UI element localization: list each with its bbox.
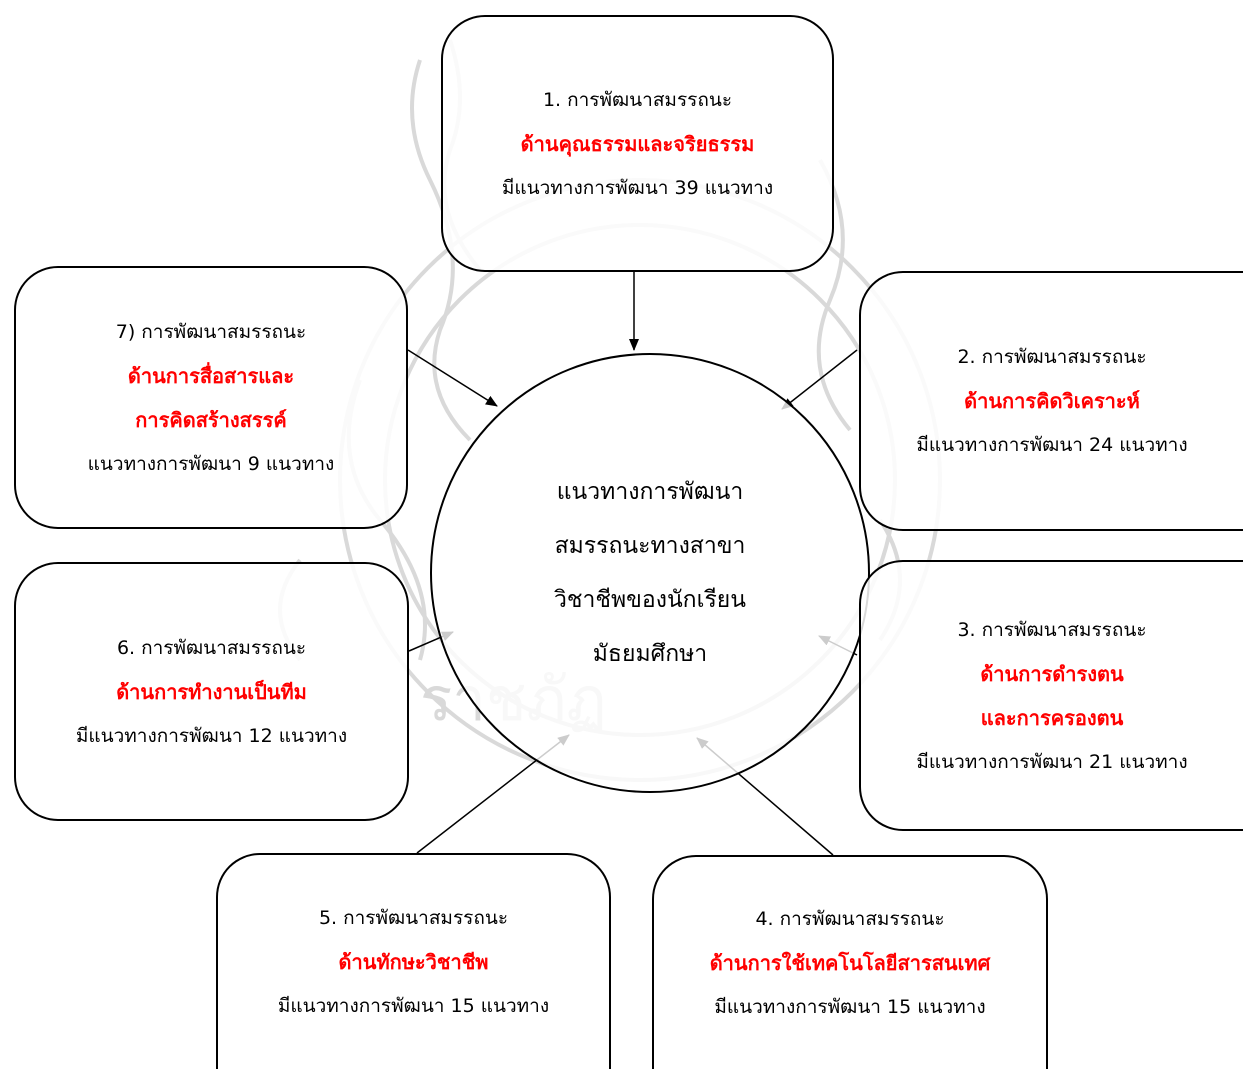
- box-highlight: ด้านทักษะวิชาชีพ: [338, 950, 489, 974]
- box-highlight: ด้านการใช้เทคโนโลยีสารสนเทศ: [709, 951, 991, 975]
- box-title: 1. การพัฒนาสมรรถนะ: [542, 88, 733, 111]
- hub-line: วิชาชีพของนักเรียน: [553, 587, 747, 613]
- box-footer: มีแนวทางการพัฒนา 24 แนวทาง: [916, 434, 1188, 456]
- box-footer: มีแนวทางการพัฒนา 15 แนวทาง: [277, 995, 550, 1017]
- hub-line: แนวทางการพัฒนา: [556, 479, 744, 505]
- box-footer: แนวทางการพัฒนา 9 แนวทาง: [87, 452, 335, 475]
- box-footer: มีแนวทางการพัฒนา 21 แนวทาง: [916, 750, 1188, 773]
- box-title: 4. การพัฒนาสมรรถนะ: [755, 908, 945, 930]
- box-title: 3. การพัฒนาสมรรถนะ: [957, 618, 1147, 641]
- hub-line: มัธยมศึกษา: [592, 641, 708, 667]
- competency-box-6: 6. การพัฒนาสมรรถนะ ด้านการทำงานเป็นทีม ม…: [14, 562, 409, 821]
- box-footer: มีแนวทางการพัฒนา 12 แนวทาง: [75, 724, 348, 747]
- box-highlight: ด้านคุณธรรมและจริยธรรม: [520, 131, 755, 156]
- competency-box-5: 5. การพัฒนาสมรรถนะ ด้านทักษะวิชาชีพ มีแน…: [216, 853, 611, 1069]
- central-topic-circle: แนวทางการพัฒนา สมรรถนะทางสาขา วิชาชีพของ…: [430, 353, 870, 793]
- competency-box-3: 3. การพัฒนาสมรรถนะ ด้านการดำรงตน และการค…: [859, 560, 1243, 831]
- box-highlight: ด้านการทำงานเป็นทีม: [116, 679, 307, 704]
- box-footer: มีแนวทางการพัฒนา 39 แนวทาง: [501, 176, 774, 199]
- box-title: 6. การพัฒนาสมรรถนะ: [116, 636, 307, 659]
- competency-box-1: 1. การพัฒนาสมรรถนะ ด้านคุณธรรมและจริยธรร…: [441, 15, 834, 272]
- box-highlight: ด้านการสื่อสารและ: [127, 363, 295, 388]
- competency-box-2: 2. การพัฒนาสมรรถนะ ด้านการคิดวิเคราะห์ ม…: [859, 271, 1243, 531]
- box-footer: มีแนวทางการพัฒนา 15 แนวทาง: [714, 996, 986, 1018]
- competency-box-7: 7) การพัฒนาสมรรถนะ ด้านการสื่อสารและ การ…: [14, 266, 408, 529]
- box-title: 7) การพัฒนาสมรรถนะ: [115, 320, 307, 343]
- box-highlight: และการครองตน: [980, 705, 1124, 730]
- box-highlight: ด้านการคิดวิเคราะห์: [964, 389, 1140, 413]
- box-highlight: ด้านการดำรงตน: [980, 661, 1124, 686]
- box-highlight: การคิดสร้างสรรค์: [135, 407, 287, 432]
- hub-line: สมรรถนะทางสาขา: [554, 533, 746, 559]
- box-title: 2. การพัฒนาสมรรถนะ: [957, 346, 1147, 368]
- box-title: 5. การพัฒนาสมรรถนะ: [318, 907, 509, 929]
- competency-box-4: 4. การพัฒนาสมรรถนะ ด้านการใช้เทคโนโลยีสา…: [652, 855, 1048, 1069]
